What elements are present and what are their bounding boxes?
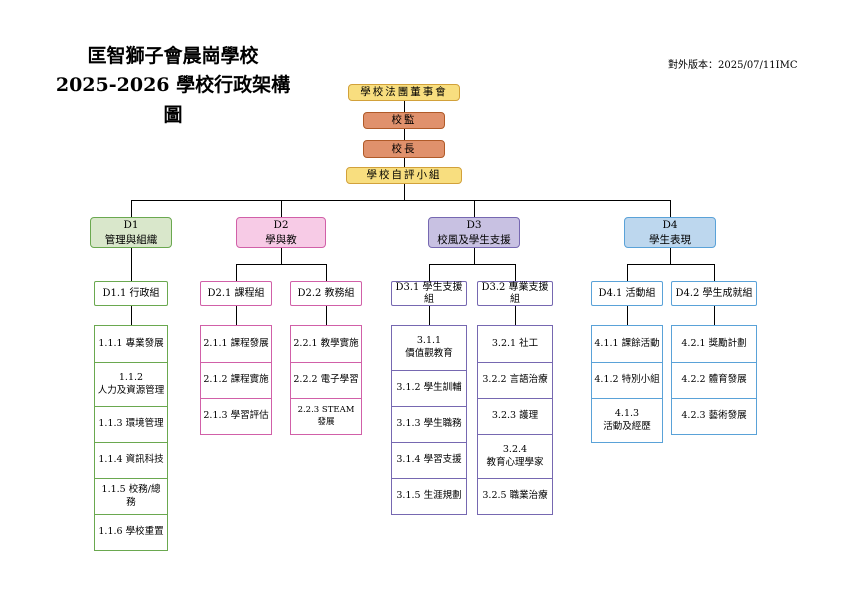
branch-code: D2 [273, 218, 289, 231]
supervisor-box: 校監 [363, 112, 445, 129]
items-d3-1: 3.1.1 價值觀教育 3.1.2 學生訓輔 3.1.3 學生職務 3.1.4 … [391, 325, 467, 515]
connector-line [429, 306, 430, 325]
items-d3-2: 3.2.1 社工 3.2.2 言語治療 3.2.3 護理 3.2.4 教育心理學… [477, 325, 553, 515]
connector-line [515, 264, 516, 281]
connector-line [404, 129, 405, 140]
item-cell: 2.2.1 教學實施 [293, 337, 359, 349]
connector-line [670, 248, 671, 264]
item-cell: 3.1.4 學習支援 [392, 442, 466, 478]
connector-line [131, 200, 671, 201]
item-cell: 3.1.5 生涯規劃 [392, 478, 466, 514]
branch-code: D3 [466, 218, 482, 231]
items-d4-2: 4.2.1 獎勵計劃 4.2.2 體育發展 4.2.3 藝術發展 [671, 325, 757, 435]
item-cell: 4.1.2 特別小組 [592, 362, 662, 398]
branch-d4-box: D4 學生表現 [624, 217, 716, 248]
items-d2-2: 2.2.1 教學實施 2.2.2 電子學習 2.2.3 STEAM 發展 [290, 325, 362, 435]
self-eval-box: 學校自評小組 [346, 167, 462, 184]
connector-line [404, 184, 405, 200]
connector-line [404, 158, 405, 167]
connector-line [429, 264, 430, 281]
connector-line [236, 306, 237, 325]
item-cell: 4.2.1 獎勵計劃 [681, 337, 747, 349]
subgroup-d3-2-box: D3.2 專業支援組 [477, 281, 553, 306]
connector-line [281, 248, 282, 264]
connector-line [627, 306, 628, 325]
item-cell: 3.1.1 價值觀教育 [405, 335, 453, 359]
connector-line [670, 200, 671, 217]
connector-line [131, 200, 132, 217]
connector-line [474, 248, 475, 264]
branch-name: 校風及學生支援 [437, 233, 511, 246]
item-cell: 1.1.2 人力及資源管理 [95, 362, 167, 406]
item-cell: 2.1.2 課程實施 [201, 362, 271, 398]
item-cell: 3.2.4 教育心理學家 [478, 434, 552, 478]
imc-box: 學校法團董事會 [348, 84, 460, 101]
connector-line [326, 306, 327, 325]
item-cell: 1.1.4 資訊科技 [95, 442, 167, 478]
items-d4-1: 4.1.1 課餘活動 4.1.2 特別小組 4.1.3 活動及經歷 [591, 325, 663, 443]
subgroup-d2-1-box: D2.1 課程組 [200, 281, 272, 306]
item-cell: 1.1.5 校務/總務 [95, 478, 167, 514]
connector-line [131, 306, 132, 325]
subgroup-d4-1-box: D4.1 活動組 [591, 281, 663, 306]
branch-d3-box: D3 校風及學生支援 [428, 217, 520, 248]
item-cell: 4.2.2 體育發展 [672, 362, 756, 398]
subgroup-d3-1-box: D3.1 學生支援組 [391, 281, 467, 306]
connector-line [236, 264, 327, 265]
branch-name: 學與教 [265, 233, 297, 246]
item-cell: 1.1.6 學校重置 [95, 514, 167, 550]
item-cell: 4.1.3 活動及經歷 [592, 398, 662, 442]
connector-line [714, 306, 715, 325]
branch-d1-box: D1 管理與組織 [90, 217, 172, 248]
branch-code: D4 [662, 218, 678, 231]
item-cell: 2.2.2 電子學習 [291, 362, 361, 398]
principal-box: 校長 [363, 140, 445, 158]
version-label: 對外版本：2025/07/11IMC [668, 60, 798, 71]
school-name: 匡智獅子會晨崗學校 [87, 45, 259, 67]
connector-line [714, 264, 715, 281]
item-cell: 2.1.1 課程發展 [203, 337, 269, 349]
subgroup-d1-1-box: D1.1 行政組 [94, 281, 168, 306]
connector-line [627, 264, 715, 265]
item-cell: 3.1.2 學生訓輔 [392, 370, 466, 406]
connector-line [131, 248, 132, 281]
connector-line [404, 101, 405, 112]
branch-code: D1 [123, 218, 139, 231]
item-cell: 2.1.3 學習評估 [201, 398, 271, 434]
connector-line [281, 200, 282, 217]
item-cell: 2.2.3 STEAM 發展 [291, 398, 361, 434]
connector-line [515, 306, 516, 325]
subgroup-d4-2-box: D4.2 學生成就組 [671, 281, 757, 306]
connector-line [429, 264, 516, 265]
item-cell: 3.1.3 學生職務 [392, 406, 466, 442]
item-cell: 3.2.1 社工 [491, 337, 539, 349]
chart-title: 2025-2026 學校行政架構圖 [55, 74, 291, 126]
item-cell: 3.2.3 護理 [478, 398, 552, 434]
branch-name: 管理與組織 [104, 233, 158, 246]
items-d2-1: 2.1.1 課程發展 2.1.2 課程實施 2.1.3 學習評估 [200, 325, 272, 435]
item-cell: 1.1.3 環境管理 [95, 406, 167, 442]
connector-line [236, 264, 237, 281]
subgroup-d2-2-box: D2.2 教務組 [290, 281, 362, 306]
item-cell: 3.2.2 言語治療 [478, 362, 552, 398]
item-cell: 3.2.5 職業治療 [478, 478, 552, 514]
branch-d2-box: D2 學與教 [236, 217, 326, 248]
items-d1-1: 1.1.1 專業發展 1.1.2 人力及資源管理 1.1.3 環境管理 1.1.… [94, 325, 168, 551]
connector-line [326, 264, 327, 281]
branch-name: 學生表現 [649, 233, 691, 246]
item-cell: 4.1.1 課餘活動 [594, 337, 660, 349]
page-title: 匡智獅子會晨崗學校 2025-2026 學校行政架構圖 [50, 42, 296, 130]
item-cell: 1.1.1 專業發展 [98, 337, 164, 349]
connector-line [474, 200, 475, 217]
connector-line [627, 264, 628, 281]
item-cell: 4.2.3 藝術發展 [672, 398, 756, 434]
